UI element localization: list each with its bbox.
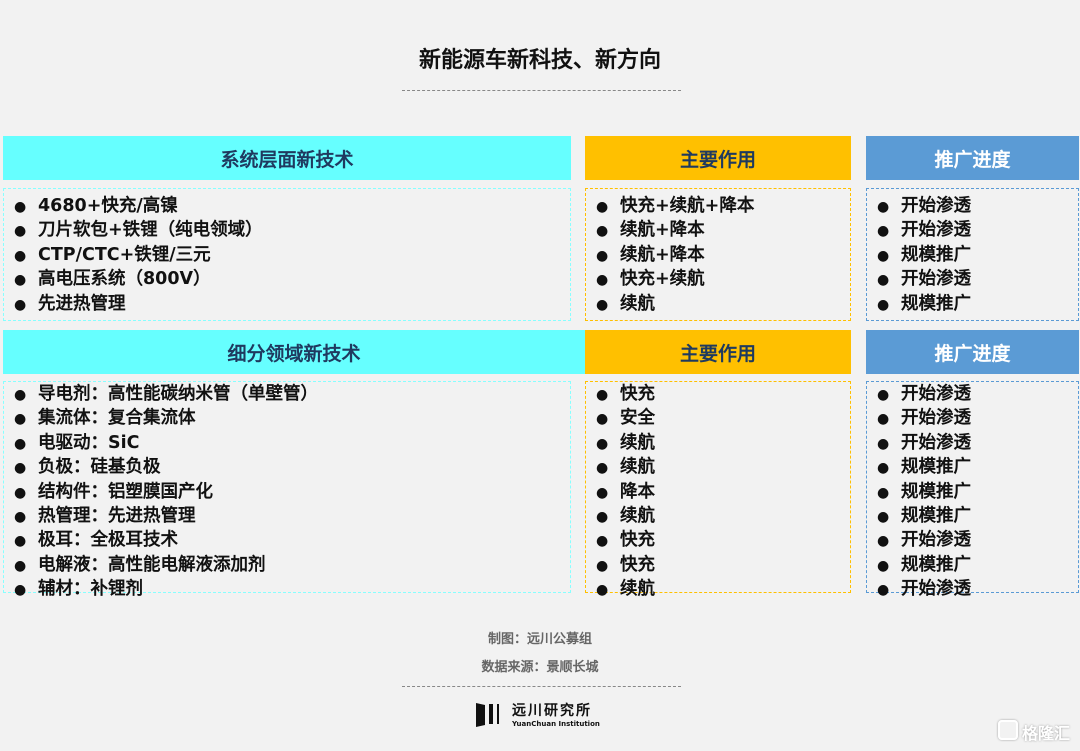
list-item: 电解液：高性能电解液添加剂	[14, 553, 570, 577]
watermark: 格隆汇	[997, 720, 1070, 744]
segment-effect-list: 快充安全续航续航降本续航快充快充续航	[585, 381, 851, 599]
list-item: 续航	[596, 292, 850, 316]
footer-divider	[402, 686, 681, 687]
list-item: 安全	[596, 406, 850, 430]
list-item: 规模推广	[877, 292, 1078, 316]
logo-icon	[476, 703, 499, 727]
list-item: 先进热管理	[14, 292, 570, 316]
list-item: 集流体：复合集流体	[14, 406, 570, 430]
list-item: 快充+续航	[596, 267, 850, 291]
chart-maker: 制图：远川公募组	[487, 632, 592, 647]
list-item: 快充	[596, 382, 850, 406]
list-item: 规模推广	[877, 504, 1078, 528]
list-item: 续航	[596, 455, 850, 479]
system-tech-list: 4680+快充/高镍刀片软包+铁锂（纯电领域）CTP/CTC+铁锂/三元高电压系…	[3, 188, 571, 321]
watermark-icon	[997, 720, 1018, 740]
logo: 远川研究所 YuanChuan Institution	[476, 700, 600, 728]
list-item: 规模推广	[877, 553, 1078, 577]
list-item: 开始渗透	[877, 218, 1078, 242]
list-item: 极耳：全极耳技术	[14, 528, 570, 552]
progress-header: 推广进度	[866, 136, 1079, 180]
list-item: 续航	[596, 504, 850, 528]
list-item: 续航+降本	[596, 218, 850, 242]
list-item: 规模推广	[877, 243, 1078, 267]
logo-subtitle: YuanChuan Institution	[512, 720, 600, 728]
progress-header-2: 推广进度	[866, 330, 1079, 374]
list-item: 电驱动：SiC	[14, 431, 570, 455]
page-title: 新能源车新科技、新方向	[418, 48, 661, 73]
list-item: 高电压系统（800V）	[14, 267, 570, 291]
list-item: 导电剂：高性能碳纳米管（单壁管）	[14, 382, 570, 406]
title-divider	[402, 90, 681, 91]
system-tech-header: 系统层面新技术	[3, 136, 571, 180]
list-item: 开始渗透	[877, 431, 1078, 455]
list-item: 开始渗透	[877, 194, 1078, 218]
list-item: 热管理：先进热管理	[14, 504, 570, 528]
segment-progress-list: 开始渗透开始渗透开始渗透规模推广规模推广规模推广开始渗透规模推广开始渗透	[866, 381, 1079, 599]
logo-name: 远川研究所	[512, 703, 592, 719]
watermark-text: 格隆汇	[1021, 724, 1070, 743]
list-item: 规模推广	[877, 455, 1078, 479]
list-item: 负极：硅基负极	[14, 455, 570, 479]
list-item: 快充	[596, 553, 850, 577]
list-item: 开始渗透	[877, 267, 1078, 291]
effect-header: 主要作用	[585, 136, 851, 180]
list-item: 结构件：铝塑膜国产化	[14, 480, 570, 504]
system-effect-list: 快充+续航+降本续航+降本续航+降本快充+续航续航	[585, 188, 851, 321]
list-item: 开始渗透	[877, 382, 1078, 406]
list-item: 刀片软包+铁锂（纯电领域）	[14, 218, 570, 242]
effect-header-2: 主要作用	[585, 330, 851, 374]
segment-tech-list: 导电剂：高性能碳纳米管（单壁管）集流体：复合集流体电驱动：SiC负极：硅基负极结…	[3, 381, 571, 599]
list-item: 续航+降本	[596, 243, 850, 267]
list-item: 续航	[596, 577, 850, 601]
list-item: 辅材：补锂剂	[14, 577, 570, 601]
data-source: 数据来源：景顺长城	[481, 660, 599, 675]
list-item: 快充+续航+降本	[596, 194, 850, 218]
list-item: 快充	[596, 528, 850, 552]
system-progress-list: 开始渗透开始渗透规模推广开始渗透规模推广	[866, 188, 1079, 321]
list-item: 规模推广	[877, 480, 1078, 504]
list-item: 开始渗透	[877, 406, 1078, 430]
segment-tech-header: 细分领域新技术	[3, 330, 585, 374]
list-item: 开始渗透	[877, 577, 1078, 601]
list-item: CTP/CTC+铁锂/三元	[14, 243, 570, 267]
list-item: 4680+快充/高镍	[14, 194, 570, 218]
list-item: 续航	[596, 431, 850, 455]
list-item: 降本	[596, 480, 850, 504]
list-item: 开始渗透	[877, 528, 1078, 552]
